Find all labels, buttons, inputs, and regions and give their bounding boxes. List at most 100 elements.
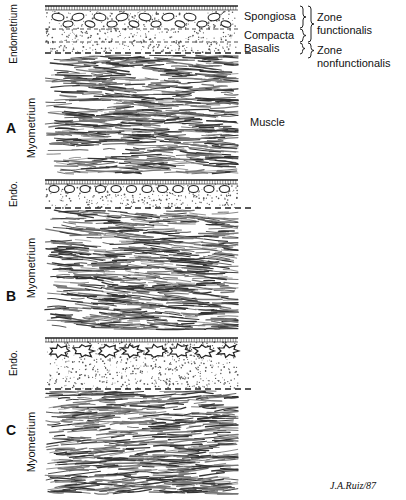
stroma-dot bbox=[66, 17, 68, 19]
stroma-dot bbox=[178, 360, 179, 361]
stroma-dot bbox=[212, 11, 214, 13]
stroma-dot bbox=[60, 194, 61, 195]
stroma-dot bbox=[165, 44, 167, 46]
stroma-dot bbox=[68, 372, 70, 374]
stroma-dot bbox=[221, 345, 223, 347]
muscle-fibre bbox=[127, 145, 161, 146]
stroma-dot bbox=[132, 36, 134, 38]
muscle-fibre bbox=[136, 120, 164, 122]
stroma-dot bbox=[130, 343, 131, 344]
stroma-dot bbox=[144, 197, 146, 199]
stroma-dot bbox=[214, 383, 215, 384]
stroma-dot bbox=[149, 198, 150, 199]
stroma-dot bbox=[172, 373, 173, 374]
stroma-dot bbox=[158, 367, 159, 368]
stroma-dot bbox=[147, 383, 149, 385]
stroma-dot bbox=[119, 43, 120, 44]
stroma-dot bbox=[143, 383, 145, 385]
stroma-dot bbox=[167, 387, 169, 389]
stroma-dot bbox=[158, 373, 159, 374]
stroma-dot bbox=[132, 195, 134, 197]
stroma-dot bbox=[148, 45, 150, 47]
stroma-dot bbox=[208, 383, 209, 384]
muscle-fibre bbox=[55, 70, 80, 73]
stroma-dot bbox=[64, 45, 66, 47]
stroma-dot bbox=[188, 37, 189, 38]
stroma-dot bbox=[156, 382, 157, 383]
stroma-dot bbox=[98, 343, 99, 344]
muscle-fibre bbox=[88, 158, 108, 159]
stroma-dot bbox=[190, 343, 192, 345]
stroma-dot bbox=[116, 47, 118, 49]
stroma-dot bbox=[51, 50, 52, 51]
stroma-dot bbox=[163, 13, 164, 14]
stroma-dot bbox=[192, 200, 193, 201]
stroma-dot bbox=[179, 14, 181, 16]
stroma-dot bbox=[96, 353, 97, 354]
stroma-dot bbox=[146, 202, 148, 204]
stroma-dot bbox=[50, 362, 52, 364]
stroma-dot bbox=[195, 367, 196, 368]
stroma-dot bbox=[185, 197, 186, 198]
stroma-dot bbox=[99, 31, 100, 32]
stroma-dot bbox=[196, 383, 198, 385]
stroma-dot bbox=[172, 344, 174, 346]
stroma-dot bbox=[215, 373, 217, 375]
stroma-dot bbox=[95, 353, 97, 355]
stroma-dot bbox=[79, 377, 81, 379]
stroma-dot bbox=[165, 344, 167, 346]
stroma-dot bbox=[193, 361, 195, 363]
stroma-dot bbox=[208, 48, 210, 50]
stroma-dot bbox=[166, 368, 167, 369]
stroma-dot bbox=[165, 345, 166, 346]
stroma-dot bbox=[218, 198, 220, 200]
stroma-dot bbox=[194, 195, 196, 197]
stroma-dot bbox=[136, 365, 138, 367]
muscle-fibre bbox=[217, 76, 238, 78]
stroma-dot bbox=[147, 343, 149, 345]
stroma-dot bbox=[176, 199, 178, 201]
stroma-dot bbox=[228, 34, 230, 36]
stroma-dot bbox=[51, 377, 53, 379]
stroma-dot bbox=[206, 360, 208, 362]
muscle-fibre bbox=[69, 161, 102, 163]
muscle-fibre bbox=[177, 101, 201, 104]
stroma-dot bbox=[140, 35, 141, 36]
stroma-dot bbox=[81, 374, 82, 375]
stroma-dot bbox=[216, 190, 218, 192]
muscle-fibre bbox=[191, 112, 204, 114]
stroma-dot bbox=[48, 384, 50, 386]
stroma-dot bbox=[213, 24, 215, 26]
muscle-fibre bbox=[186, 170, 204, 172]
muscle-fibre bbox=[224, 56, 238, 58]
stroma-dot bbox=[92, 14, 93, 15]
stroma-dot bbox=[208, 22, 209, 23]
stroma-dot bbox=[198, 194, 199, 195]
muscle-fibre bbox=[46, 80, 58, 81]
muscle-fibre bbox=[99, 83, 130, 85]
stroma-dot bbox=[232, 12, 234, 14]
stroma-dot bbox=[92, 44, 93, 45]
muscle-fibre bbox=[225, 94, 238, 96]
muscle-fibre bbox=[151, 81, 178, 83]
stroma-dot bbox=[102, 199, 104, 201]
stroma-dot bbox=[147, 365, 148, 366]
muscle-fibre bbox=[125, 84, 145, 86]
stroma-dot bbox=[127, 378, 129, 380]
stroma-dot bbox=[71, 40, 73, 42]
stroma-dot bbox=[179, 46, 181, 48]
stroma-dot bbox=[183, 359, 185, 361]
stroma-dot bbox=[197, 355, 198, 356]
stroma-dot bbox=[68, 370, 69, 371]
muscle-fibre bbox=[58, 62, 86, 64]
stroma-dot bbox=[227, 199, 229, 201]
muscle-fibre bbox=[94, 60, 114, 61]
stroma-dot bbox=[234, 33, 235, 34]
stroma-dot bbox=[96, 43, 98, 45]
stroma-dot bbox=[54, 362, 55, 363]
stroma-dot bbox=[213, 185, 214, 186]
stroma-dot bbox=[160, 367, 162, 369]
stroma-dot bbox=[64, 205, 66, 207]
stroma-dot bbox=[73, 376, 75, 378]
stroma-dot bbox=[135, 373, 136, 374]
